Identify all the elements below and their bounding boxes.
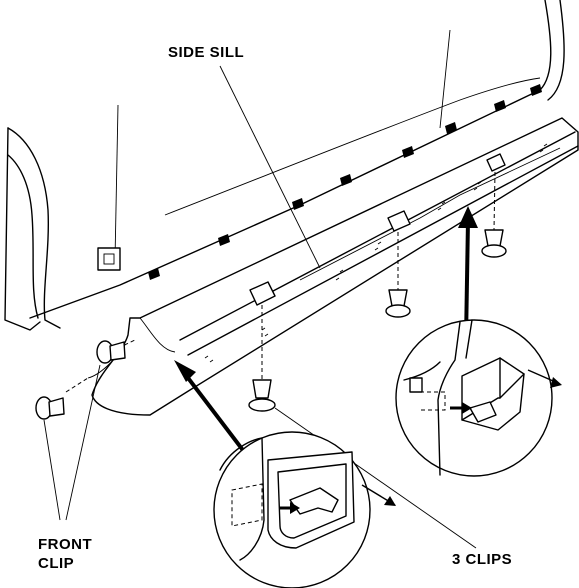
side-sill-garnish [87,117,579,416]
push-clips [248,229,507,412]
leader-lines [43,65,477,549]
front-clip-label: FRONT CLIP [38,535,92,573]
front-clip-upper [96,340,126,364]
body-clip-row [148,84,542,280]
three-clips-label: 3 CLIPS [452,551,513,568]
push-clip-1 [248,379,276,412]
side-sill-label: SIDE SILL [168,44,245,61]
detail-circle-rear [395,319,562,477]
push-clip-2 [385,289,411,318]
push-clip-3 [481,229,507,258]
detail-circle-front [213,431,396,588]
front-clip-label-line2: CLIP [38,555,75,572]
front-clips [35,339,136,420]
front-clip-lower [35,396,65,420]
car-body [4,0,565,331]
front-clip-label-line1: FRONT [38,536,93,553]
